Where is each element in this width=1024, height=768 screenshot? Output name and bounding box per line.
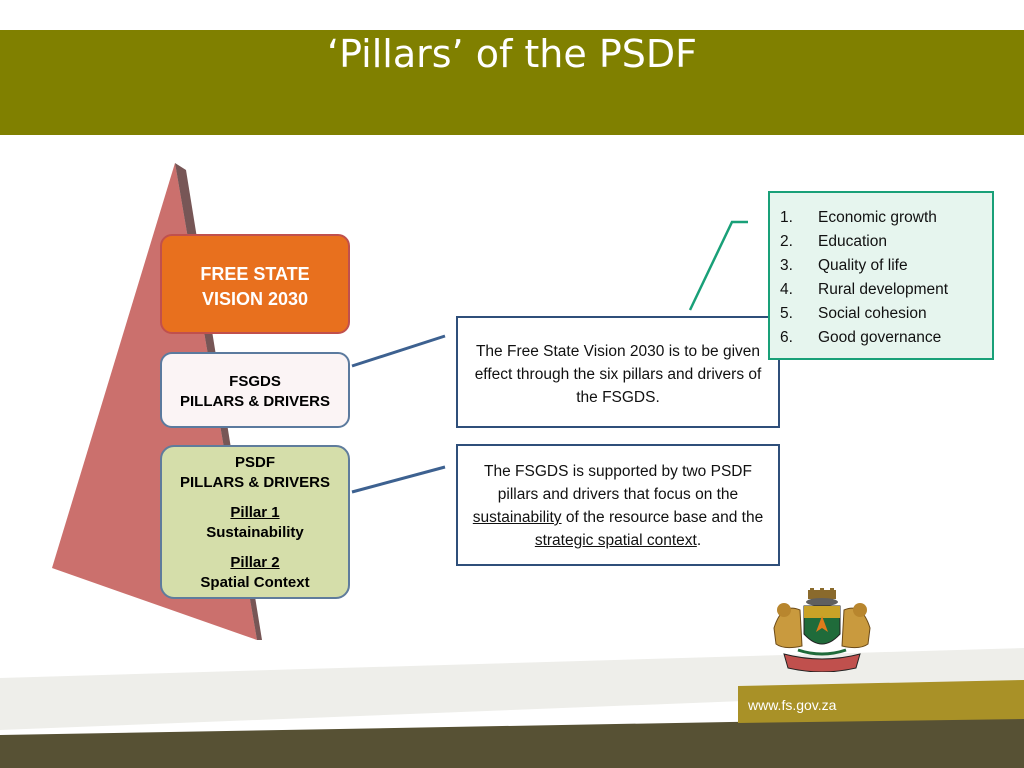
psdf-note: The FSGDS is supported by two PSDF pilla… — [456, 444, 780, 566]
list-number: 2. — [780, 233, 793, 250]
list-item: 5. Social cohesion — [780, 302, 992, 326]
spatial-context-term: strategic spatial context — [534, 532, 697, 549]
slide-title: ‘Pillars’ of the PSDF — [327, 32, 697, 76]
footer-gold-band — [738, 680, 1024, 723]
psdf-box: PSDF PILLARS & DRIVERS Pillar 1 Sustaina… — [160, 445, 350, 599]
list-number: 4. — [780, 281, 793, 298]
title-band — [0, 30, 1024, 135]
six-pillars-list: 1. Economic growth 2. Education 3. Quality … — [768, 191, 994, 360]
pillar-1-label: Pillar 1 — [230, 504, 280, 521]
coat-of-arms-icon — [773, 588, 871, 672]
list-number: 1. — [780, 209, 793, 226]
list-label: Education — [818, 233, 887, 250]
list-item: 6. Good governance — [780, 326, 992, 350]
website-url: www.fs.gov.za — [748, 697, 837, 713]
list-label: Good governance — [818, 329, 942, 346]
connector-list — [688, 220, 748, 311]
list-item: 2. Education — [780, 230, 992, 254]
list-number: 5. — [780, 305, 793, 322]
psdf-line-1: PSDF — [234, 454, 275, 471]
pillar-2-label: Pillar 2 — [230, 554, 280, 571]
pillar-1-name: Sustainability — [206, 524, 304, 541]
connector-psdf — [351, 465, 446, 494]
fsgds-line-2: PILLARS & DRIVERS — [179, 393, 330, 410]
psdf-line-2: PILLARS & DRIVERS — [179, 474, 330, 491]
list-item: 4. Rural development — [780, 278, 992, 302]
fsgds-box: FSGDS PILLARS & DRIVERS — [160, 352, 350, 428]
footer-dark-band — [0, 718, 1024, 768]
sustainability-term: sustainability — [472, 509, 562, 526]
list-number: 3. — [780, 257, 793, 274]
list-number: 6. — [780, 329, 793, 346]
list-label: Quality of life — [818, 257, 908, 274]
vision-line-2: VISION 2030 — [201, 289, 309, 309]
list-label: Rural development — [818, 281, 949, 298]
fsgds-line-1: FSGDS — [229, 373, 281, 390]
list-label: Social cohesion — [818, 305, 927, 322]
fsgds-note: The Free State Vision 2030 is to be give… — [456, 316, 780, 428]
psdf-note-text-2: of the resource base and the — [561, 509, 764, 526]
vision-line-1: FREE STATE — [200, 264, 310, 284]
list-label: Economic growth — [818, 209, 937, 226]
list-item: 1. Economic growth — [780, 206, 992, 230]
pillar-2-name: Spatial Context — [200, 574, 310, 591]
list-item: 3. Quality of life — [780, 254, 992, 278]
connector-fsgds — [351, 334, 446, 368]
footer-light-band — [0, 648, 1024, 730]
psdf-note-text-1: The FSGDS is supported by two PSDF pilla… — [484, 463, 752, 503]
psdf-note-text-3: . — [696, 532, 702, 549]
vision-2030-box: FREE STATE VISION 2030 — [160, 234, 350, 334]
